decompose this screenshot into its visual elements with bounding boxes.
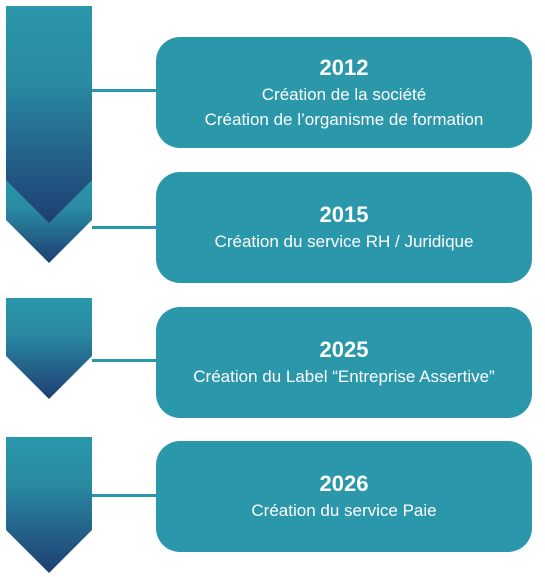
connector-line — [92, 226, 158, 229]
milestone-text: Création du service Paie — [251, 501, 437, 520]
chevron-arrow-3 — [6, 298, 92, 399]
milestone-year: 2025 — [319, 337, 369, 362]
milestone-year: 2026 — [319, 471, 369, 496]
milestone-year: 2015 — [319, 202, 369, 227]
milestone-card: 2026 Création du service Paie — [156, 441, 532, 552]
connector-line — [92, 494, 158, 497]
milestone-card: 2012 Création de la société Création de … — [156, 37, 532, 148]
milestone-year: 2012 — [319, 54, 369, 80]
milestone-text: Création de l’organisme de formation — [204, 109, 484, 129]
chevron-arrow-4 — [6, 437, 92, 573]
milestone-text: Création du service RH / Juridique — [214, 232, 474, 251]
milestone-text: Création de la société — [261, 84, 427, 104]
chevron-arrow-1 — [6, 6, 92, 223]
connector-line — [92, 89, 158, 92]
milestone-card: 2025 Création du Label “Entreprise Asser… — [156, 307, 532, 418]
milestone-card: 2015 Création du service RH / Juridique — [156, 172, 532, 283]
milestone-text: Création du Label “Entreprise Assertive” — [193, 367, 495, 386]
connector-line — [92, 359, 158, 362]
